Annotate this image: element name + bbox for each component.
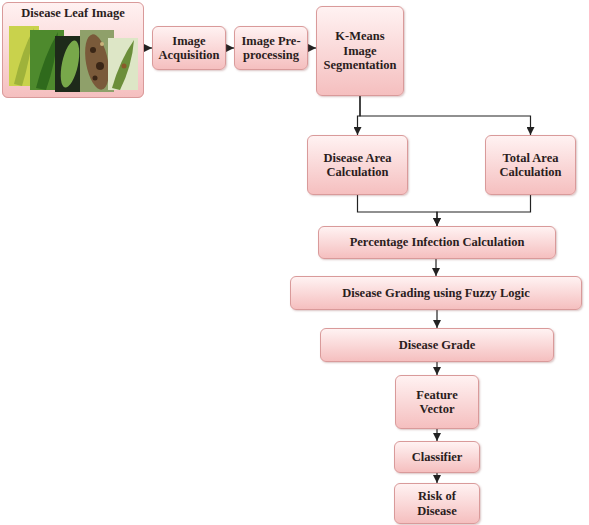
process-box: Total Area Calculation	[485, 135, 576, 195]
box-title: Disease Leaf Image	[3, 3, 143, 23]
box-label: Disease Grade	[321, 335, 553, 355]
flow-arrow	[360, 96, 531, 135]
output-box: Risk of Disease	[394, 483, 480, 524]
box-label: Feature Vector	[396, 385, 478, 420]
box-label: Disease Grading using Fuzzy Logic	[291, 283, 581, 303]
flow-arrow	[144, 47, 152, 48]
flow-arrow	[437, 195, 531, 226]
process-box: Classifier	[394, 441, 480, 473]
process-box: Disease Grading using Fuzzy Logic	[290, 276, 582, 310]
image-input-box: Disease Leaf Image	[2, 2, 144, 98]
box-label: Percentage Infection Calculation	[319, 232, 555, 252]
image-panel	[2, 2, 144, 98]
box-label: Image Pre- processing	[235, 31, 307, 66]
process-box: Feature Vector	[395, 375, 479, 429]
leaf-photo-collage	[9, 26, 138, 92]
box-label: Total Area Calculation	[486, 148, 575, 183]
process-box: Image Pre- processing	[234, 26, 308, 70]
process-box: K-Means Image Segmentation	[316, 6, 404, 96]
box-label: Risk of Disease	[395, 486, 479, 521]
process-box: Image Acquisition	[152, 26, 226, 70]
flow-arrow	[436, 473, 437, 483]
flow-arrow	[358, 195, 438, 226]
flow-arrow	[436, 429, 437, 441]
flow-arrow	[226, 47, 234, 48]
flow-arrow	[435, 259, 436, 276]
flow-arrow	[436, 310, 437, 328]
box-label: Classifier	[395, 447, 479, 467]
process-box: Disease Grade	[320, 328, 554, 362]
box-label: Disease Area Calculation	[308, 148, 407, 183]
process-box: Disease Area Calculation	[307, 135, 408, 195]
box-label: K-Means Image Segmentation	[317, 26, 403, 75]
box-label: Image Acquisition	[153, 31, 225, 66]
process-box: Percentage Infection Calculation	[318, 226, 556, 259]
flow-arrow	[436, 362, 437, 375]
flow-arrow	[308, 47, 316, 48]
